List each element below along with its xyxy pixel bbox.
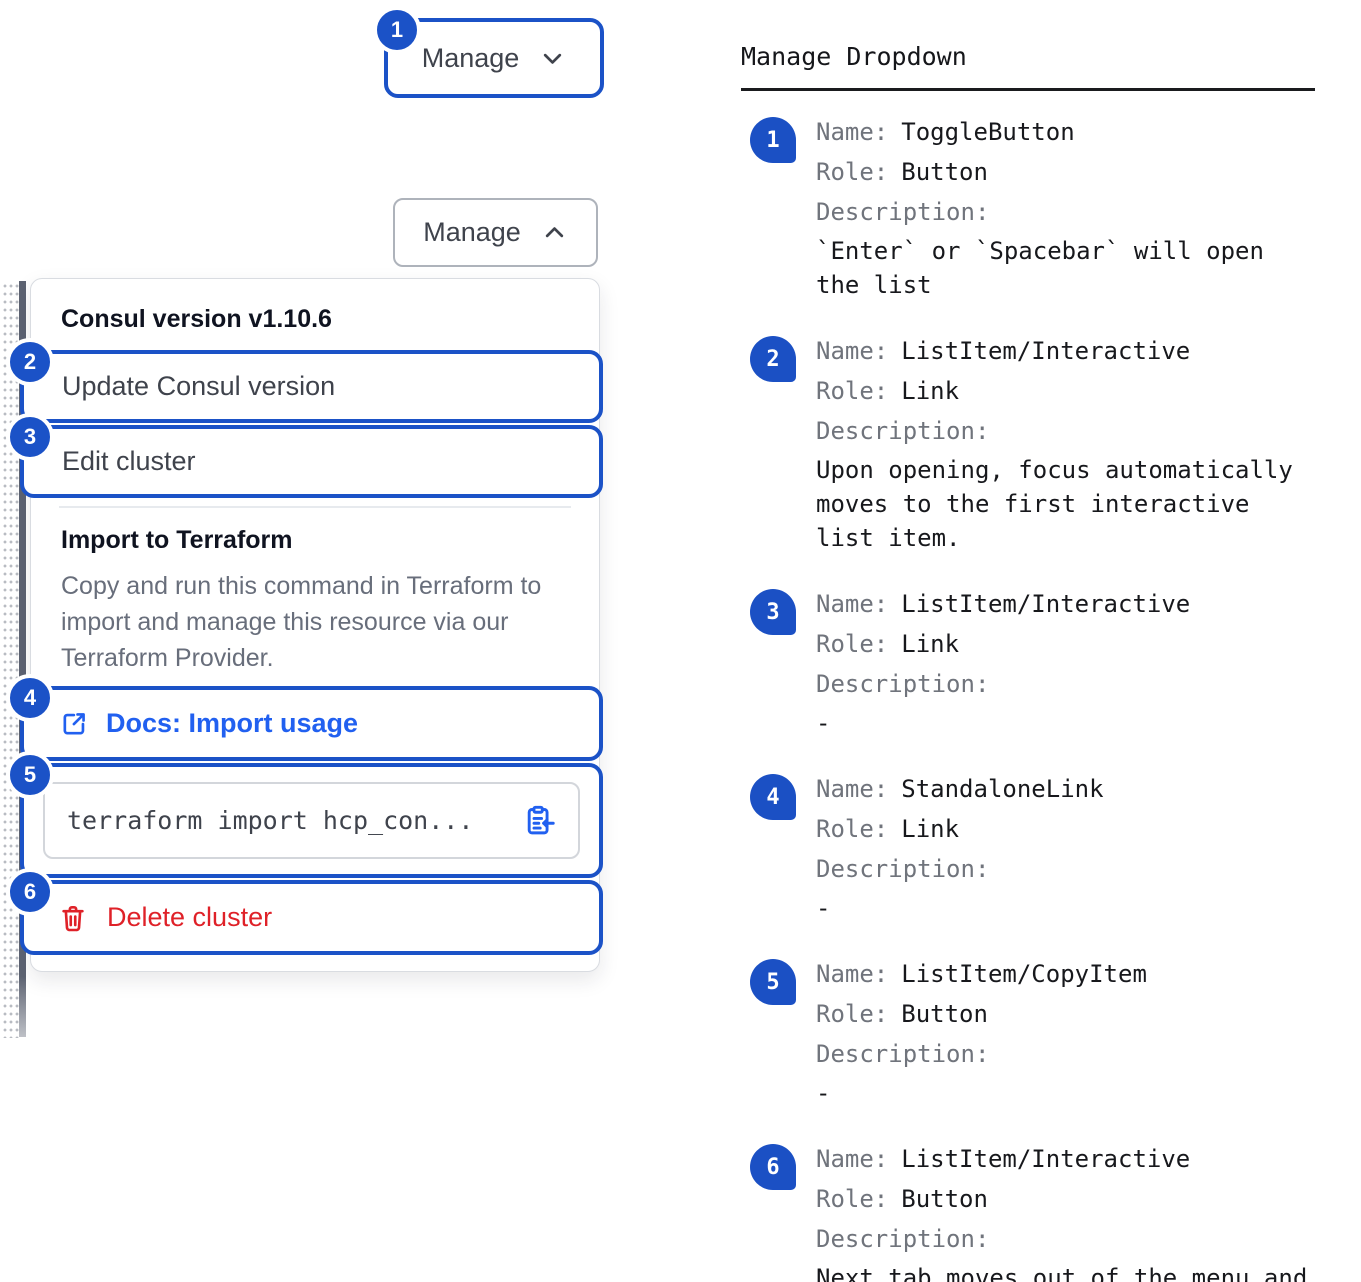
spec-entry-3: 3 Name: ListItem/Interactive Role: Link De… [750, 584, 1335, 740]
description-value: - [816, 709, 831, 737]
name-label: Name: [816, 775, 889, 803]
spec-title: Manage Dropdown [741, 42, 967, 71]
description-value: Upon opening, focus automatically moves … [816, 456, 1293, 552]
role-value: Link [901, 630, 960, 658]
name-label: Name: [816, 118, 889, 146]
annotation-badge-3: 3 [6, 413, 54, 461]
annotation-badge-2: 2 [750, 336, 796, 382]
annotation-badge-3: 3 [750, 589, 796, 635]
role-label: Role: [816, 1185, 889, 1213]
name-value: StandaloneLink [901, 775, 1104, 803]
trash-icon [62, 905, 84, 931]
name-label: Name: [816, 337, 889, 365]
annotation-badge-1: 1 [750, 117, 796, 163]
delete-cluster-label: Delete cluster [107, 902, 273, 932]
edit-cluster-label: Edit cluster [62, 446, 196, 476]
docs-import-usage-label: Docs: Import usage [106, 708, 359, 738]
name-value: ListItem/Interactive [901, 590, 1191, 618]
role-label: Role: [816, 158, 889, 186]
annotation-badge-1: 1 [373, 6, 421, 54]
spec-title-rule [741, 88, 1315, 91]
annotation-badge-4: 4 [6, 674, 54, 722]
edit-cluster-item[interactable]: 3 Edit cluster [6, 413, 603, 498]
chevron-down-icon [544, 53, 562, 64]
manage-toggle-button-open[interactable]: Manage [393, 198, 598, 267]
name-label: Name: [816, 590, 889, 618]
annotation-badge-5: 5 [6, 751, 54, 799]
name-value: ListItem/Interactive [901, 337, 1191, 365]
description-value: Next tab moves out of the menu and to th… [816, 1264, 1308, 1282]
description-label: Description: [816, 198, 990, 226]
terraform-import-command: terraform import hcp_con... [67, 806, 474, 835]
update-consul-version-label: Update Consul version [62, 371, 336, 401]
role-value: Button [901, 1185, 988, 1213]
manage-toggle-button-closed[interactable]: 1 Manage [373, 6, 604, 98]
role-label: Role: [816, 377, 889, 405]
description-label: Description: [816, 1225, 990, 1253]
page-edge-speckle [2, 282, 19, 1038]
spec-entry-2: 2 Name: ListItem/Interactive Role: Link De… [750, 331, 1335, 555]
import-terraform-title: Import to Terraform [61, 526, 293, 554]
import-terraform-section: Import to Terraform Copy and run this co… [31, 512, 599, 684]
spec-entry-5: 5 Name: ListItem/CopyItem Role: Button Des… [750, 954, 1335, 1110]
docs-import-usage-item[interactable]: 4 Docs: Import usage [6, 674, 603, 761]
copy-command-item: 5 terraform import hcp_con... [6, 751, 603, 878]
description-value: - [816, 894, 831, 922]
role-value: Link [901, 815, 960, 843]
description-label: Description: [816, 855, 990, 883]
description-label: Description: [816, 1040, 990, 1068]
manage-dropdown-panel: Consul version v1.10.6 2 Update Consul v… [6, 278, 603, 972]
external-link-icon [63, 713, 85, 735]
name-label: Name: [816, 960, 889, 988]
clipboard-copy-icon[interactable] [523, 804, 556, 837]
delete-cluster-item[interactable]: 6 Delete cluster [6, 868, 603, 955]
spec-entry-list: 1 Name: ToggleButton Role: Button Descript… [750, 112, 1335, 1282]
name-label: Name: [816, 1145, 889, 1173]
role-value: Link [901, 377, 960, 405]
terraform-import-copy-button[interactable]: terraform import hcp_con... [43, 782, 580, 859]
spec-entry-6: 6 Name:ListItem/Interactive Role:Button … [750, 1139, 1335, 1282]
role-label: Role: [816, 1000, 889, 1028]
name-value: ListItem/CopyItem [901, 960, 1147, 988]
name-value: ToggleButton [901, 118, 1075, 146]
manage-toggle-label: Manage [423, 217, 521, 247]
role-label: Role: [816, 815, 889, 843]
spec-entry-4: 4 Name: StandaloneLink Role: Link Descript… [750, 769, 1335, 925]
consul-version-header: Consul version v1.10.6 [61, 305, 332, 333]
import-terraform-description: Copy and run this command in Terraform t… [61, 572, 542, 672]
annotation-badge-4: 4 [750, 774, 796, 820]
role-value: Button [901, 1000, 988, 1028]
name-value: ListItem/Interactive [901, 1145, 1191, 1173]
annotation-badge-2: 2 [6, 338, 54, 386]
description-label: Description: [816, 670, 990, 698]
spec-entry-1: 1 Name: ToggleButton Role: Button Descript… [750, 112, 1335, 302]
manage-toggle-label: Manage [421, 42, 520, 73]
annotation-badge-6: 6 [750, 1144, 796, 1190]
page-edge-bar [19, 281, 26, 1037]
annotation-badge-5: 5 [750, 959, 796, 1005]
description-value: `Enter` or `Spacebar` will open the list [816, 237, 1264, 299]
description-label: Description: [816, 417, 990, 445]
chevron-up-icon [545, 227, 563, 238]
update-consul-version-item[interactable]: 2 Update Consul version [6, 338, 603, 423]
role-label: Role: [816, 630, 889, 658]
role-value: Button [901, 158, 988, 186]
description-value: - [816, 1079, 831, 1107]
menu-divider [59, 506, 571, 508]
annotation-badge-6: 6 [6, 868, 54, 916]
